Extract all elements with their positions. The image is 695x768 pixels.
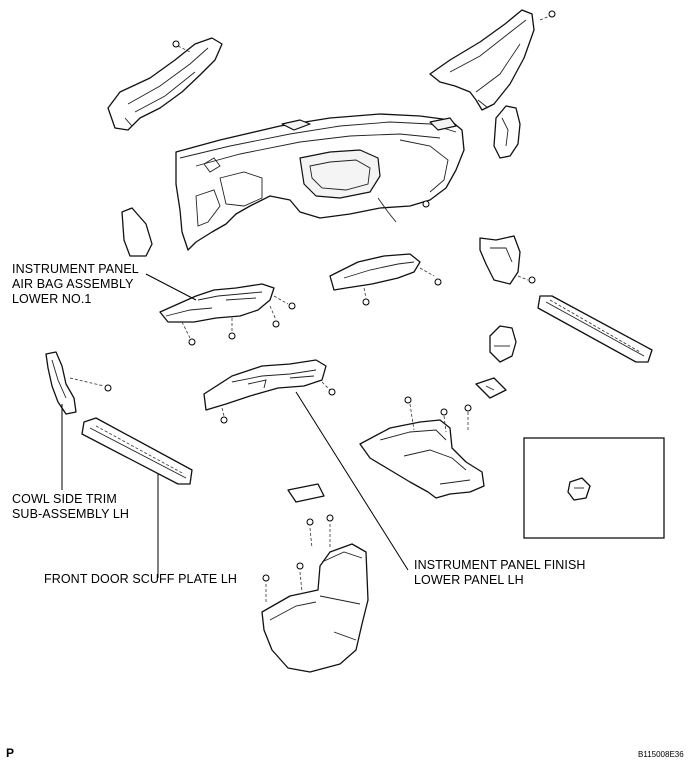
pillar-garnish-left xyxy=(107,37,223,131)
cowl-side-trim-left xyxy=(45,351,112,415)
bolt-rear-console-3 xyxy=(306,518,314,526)
clip-pillar-left xyxy=(172,40,191,53)
bolt-bracket-1 xyxy=(362,298,370,306)
leader-airbag xyxy=(145,273,197,301)
shift-plate xyxy=(475,377,507,399)
side-panel-piece xyxy=(493,105,521,159)
clip-pillar-right xyxy=(539,10,556,21)
corner-letter: P xyxy=(6,746,15,760)
bolt-console-3 xyxy=(464,404,472,412)
side-cover-panel xyxy=(121,207,153,257)
bolt-rear-console-2 xyxy=(296,562,304,570)
label-airbag-assembly-lower: INSTRUMENT PANEL AIR BAG ASSEMBLY LOWER … xyxy=(12,262,139,306)
rear-console-box xyxy=(261,524,369,673)
center-console-upper xyxy=(359,403,485,499)
bolt-airbag-4 xyxy=(288,302,296,310)
bolt-console-1 xyxy=(404,396,412,404)
clip-finish-1 xyxy=(220,416,228,424)
finish-lower-panel xyxy=(203,359,331,417)
airbag-assembly-lower xyxy=(159,283,289,339)
leader-finish xyxy=(295,391,409,571)
bolt-rear-console-1 xyxy=(262,574,270,582)
label-front-door-scuff: FRONT DOOR SCUFF PLATE LH xyxy=(44,572,238,586)
shift-knob xyxy=(489,325,517,363)
figure-code: B115008E36 xyxy=(638,750,684,759)
label-cowl-side-trim: COWL SIDE TRIM SUB-ASSEMBLY LH xyxy=(12,492,130,521)
bolt-bracket-2 xyxy=(434,278,442,286)
scuff-plate-left xyxy=(81,417,193,485)
bolt-rear-console-4 xyxy=(326,514,334,522)
label-finish-lower-panel: INSTRUMENT PANEL FINISH LOWER PANEL LH xyxy=(414,558,586,587)
clip-finish-2 xyxy=(328,388,336,396)
instrument-panel-dashboard xyxy=(175,113,465,251)
bolt-console-2 xyxy=(440,408,448,416)
bolt-airbag-1 xyxy=(228,332,236,340)
pillar-garnish-right xyxy=(429,9,535,111)
console-mat xyxy=(287,483,325,503)
cowl-side-trim-right xyxy=(479,235,536,285)
center-lower-bracket xyxy=(329,253,435,299)
bolt-airbag-2 xyxy=(272,320,280,328)
bolt-airbag-3 xyxy=(188,338,196,346)
scuff-plate-right xyxy=(537,295,653,363)
detail-inset-box xyxy=(523,437,665,539)
